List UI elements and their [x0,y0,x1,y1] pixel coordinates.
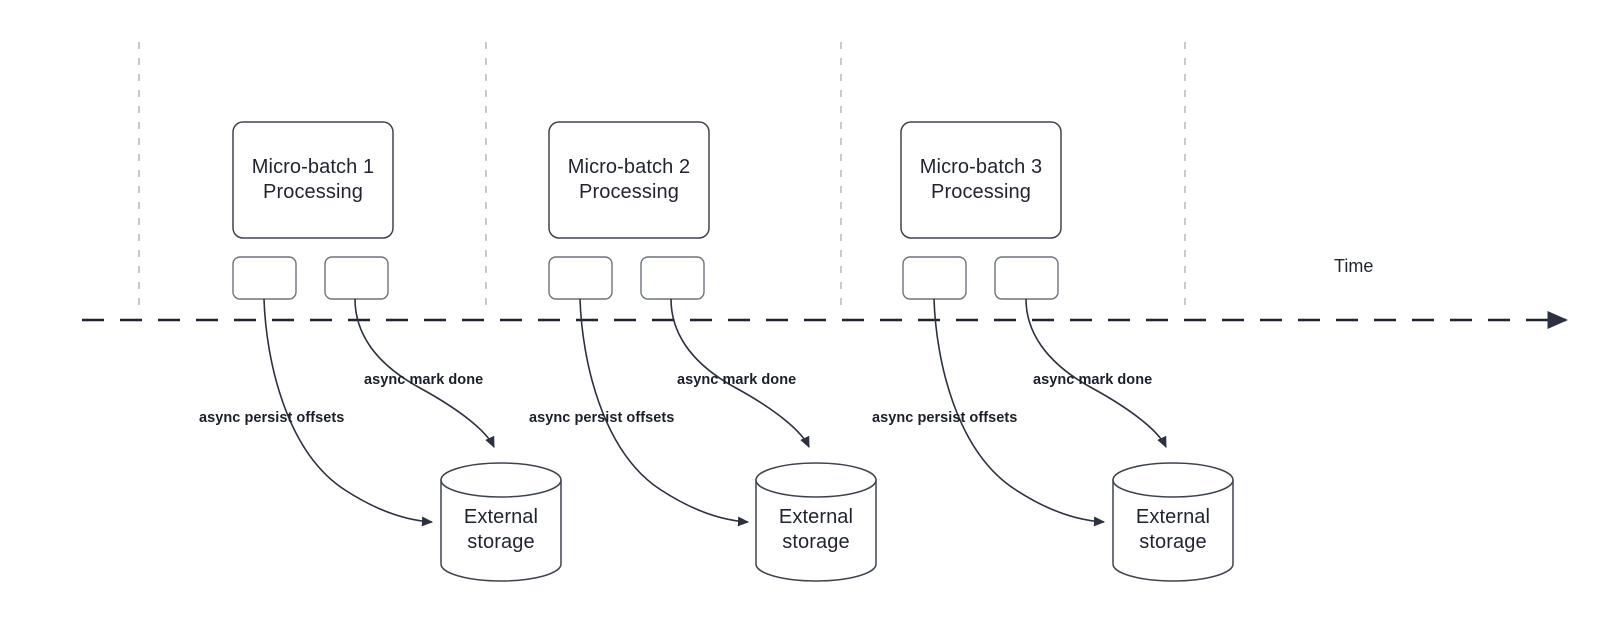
external-storage-cylinder-3[interactable] [1112,462,1234,582]
edge-mark-done-1 [354,298,495,449]
task-box-2a[interactable] [548,256,613,300]
task-box-1b[interactable] [324,256,389,300]
task-box-2b[interactable] [640,256,705,300]
task-box-1a[interactable] [232,256,297,300]
external-storage-cylinder-1[interactable] [440,462,562,582]
group-1 [232,121,562,582]
edge-persist-offsets-3 [933,298,1106,527]
edge-persist-offsets-2 [579,298,750,527]
edge-label-mark-done-2: async mark done [677,372,797,388]
group-3 [900,121,1234,582]
micro-batch-box-1[interactable] [232,121,394,239]
edge-mark-done-3 [1025,298,1167,449]
edge-label-persist-offsets-3: async persist offsets [872,410,1018,426]
edge-mark-done-2 [670,298,810,449]
group-2 [548,121,877,582]
boundary-guides [138,42,1186,305]
edge-label-persist-offsets-2: async persist offsets [529,410,675,426]
micro-batch-box-2[interactable] [548,121,710,239]
edge-persist-offsets-1 [263,298,434,527]
task-box-3b[interactable] [994,256,1059,300]
edge-label-mark-done-3: async mark done [1033,372,1153,388]
micro-batch-box-3[interactable] [900,121,1062,239]
task-box-3a[interactable] [902,256,967,300]
time-axis-label: Time [1334,256,1374,276]
external-storage-cylinder-2[interactable] [755,462,877,582]
edge-label-persist-offsets-1: async persist offsets [199,410,345,426]
edge-label-mark-done-1: async mark done [364,372,484,388]
